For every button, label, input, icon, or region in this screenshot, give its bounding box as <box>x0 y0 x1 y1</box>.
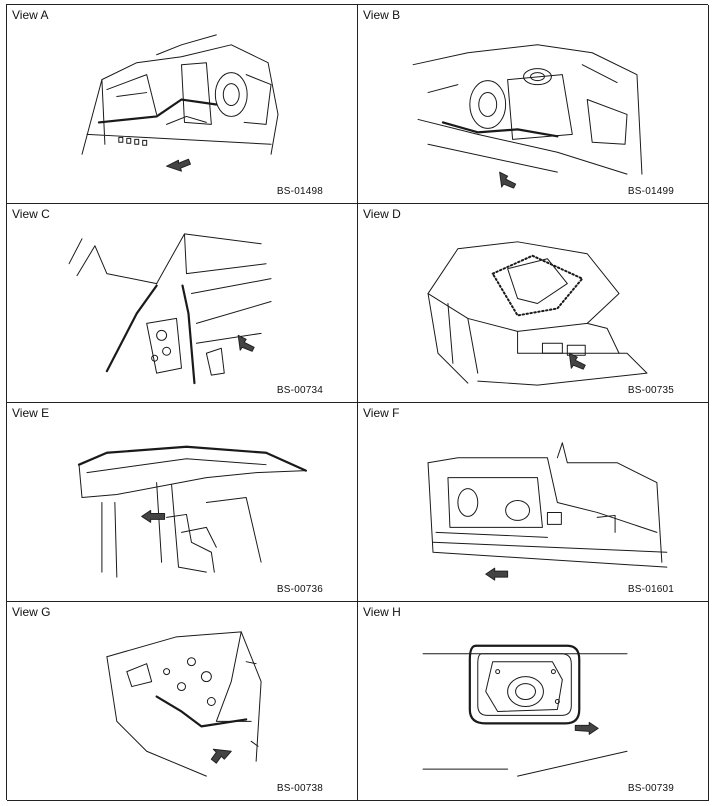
roof-body-illustration <box>427 241 648 386</box>
view-f-panel: View F BS-01601 <box>358 403 709 602</box>
view-d-panel: View D BS-00735 <box>358 204 709 403</box>
figure-code: BS-00736 <box>276 584 323 595</box>
figure-code: BS-00735 <box>627 385 674 396</box>
view-label: View D <box>363 207 401 221</box>
view-b-panel: View B BS-01499 <box>358 5 709 204</box>
view-h-panel: View H BS-00739 <box>358 602 709 801</box>
figure-code: BS-01498 <box>276 186 323 197</box>
figure-code: BS-00738 <box>276 783 323 794</box>
figure-code: BS-01601 <box>627 584 674 595</box>
rear-wheel-arch-illustration <box>106 631 262 777</box>
view-e-panel: View E BS-00736 <box>7 403 358 602</box>
roof-rail-illustration <box>77 445 307 578</box>
figure-code: BS-00739 <box>627 783 674 794</box>
fuel-filler-lid-illustration <box>422 644 628 777</box>
view-label: View E <box>12 406 50 420</box>
view-a-panel: View A BS-01498 <box>7 5 358 204</box>
view-g-panel: View G BS-00738 <box>7 602 358 801</box>
figure-code: BS-01499 <box>627 186 674 197</box>
view-grid: View A BS-01498 <box>6 4 709 801</box>
view-label: View F <box>363 406 400 420</box>
side-sill-illustration <box>427 442 668 581</box>
view-label: View G <box>12 605 51 619</box>
engine-compartment-illustration <box>81 34 279 172</box>
view-label: View H <box>363 605 401 619</box>
view-label: View B <box>363 8 401 22</box>
view-c-panel: View C BS-00734 <box>7 204 358 403</box>
strut-tower-illustration <box>412 44 643 189</box>
pillar-joint-illustration <box>68 233 272 385</box>
view-label: View A <box>12 8 49 22</box>
view-label: View C <box>12 207 50 221</box>
figure-code: BS-00734 <box>276 385 323 396</box>
